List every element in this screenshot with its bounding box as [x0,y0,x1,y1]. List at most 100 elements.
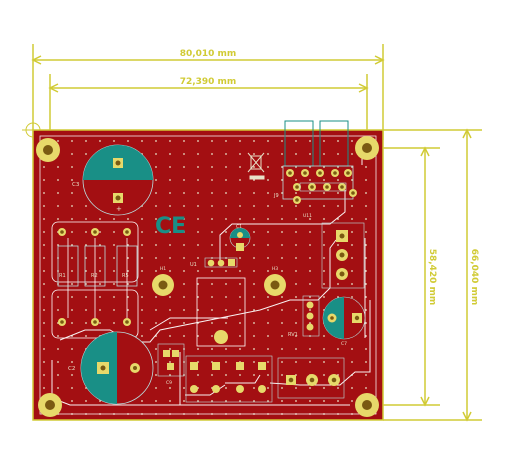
label-u11: U11 [303,213,312,219]
via-dot [295,322,297,324]
via-dot [197,179,199,181]
mounting-hole-h1 [152,274,174,296]
via-dot [295,270,297,272]
via-dot [57,218,59,220]
via-dot [183,192,185,194]
via-dot [309,244,311,246]
via-dot [155,192,157,194]
via-dot [337,205,339,207]
via-dot [211,296,213,298]
via-dot [267,374,269,376]
via-dot [351,205,353,207]
via-dot [253,166,255,168]
via-dot [337,166,339,168]
via-dot [239,322,241,324]
via-dot [169,348,171,350]
via-dot [337,348,339,350]
via-dot [295,296,297,298]
via-dot [267,140,269,142]
via-dot [43,374,45,376]
via-dot [85,257,87,259]
via-dot [253,244,255,246]
mounting-hole-bottom-right [355,393,379,417]
via-dot [281,309,283,311]
via-dot [225,374,227,376]
via-dot [127,270,129,272]
via-dot [211,218,213,220]
via-dot [155,270,157,272]
via-dot [323,166,325,168]
via-dot [183,244,185,246]
via-dot [57,348,59,350]
via-dot [155,218,157,220]
label-r5: R5 [122,273,129,279]
via-dot [253,374,255,376]
via-dot [71,348,73,350]
via-dot [155,348,157,350]
via-dot [225,153,227,155]
via-dot [155,322,157,324]
label-j9: J9 [273,193,279,199]
via-dot [169,322,171,324]
via-dot [43,387,45,389]
via-dot [197,140,199,142]
via-dot [267,179,269,181]
via-dot [253,309,255,311]
via-dot [323,348,325,350]
via-dot [99,140,101,142]
via-dot [197,231,199,233]
via-dot [309,166,311,168]
dimension-height [383,128,482,422]
via-dot [85,205,87,207]
via-dot [365,374,367,376]
label-c3: C3 [72,182,80,188]
via-dot [127,244,129,246]
via-dot [225,309,227,311]
label-c1: C1 [236,224,242,230]
via-dot [267,387,269,389]
via-dot [85,231,87,233]
mounting-hole-bottom-left [38,393,62,417]
via-dot [239,192,241,194]
via-dot [71,400,73,402]
via-dot [71,270,73,272]
via-dot [197,153,199,155]
via-dot [295,218,297,220]
via-dot [239,309,241,311]
via-dot [183,140,185,142]
via-dot [197,309,199,311]
via-dot [295,400,297,402]
via-dot [351,361,353,363]
via-dot [225,192,227,194]
via-dot [267,322,269,324]
via-dot [337,153,339,155]
via-dot [211,322,213,324]
via-dot [239,205,241,207]
via-dot [183,322,185,324]
via-dot [239,166,241,168]
via-dot [267,205,269,207]
via-dot [267,192,269,194]
via-dot [197,296,199,298]
via-dot [253,257,255,259]
via-dot [295,335,297,337]
via-dot [239,140,241,142]
via-dot [211,283,213,285]
via-dot [351,270,353,272]
via-dot [323,205,325,207]
via-dot [351,179,353,181]
label-r2: R2 [91,273,98,279]
via-dot [85,153,87,155]
via-dot [281,153,283,155]
via-dot [169,296,171,298]
via-dot [155,374,157,376]
via-dot [337,140,339,142]
via-dot [351,283,353,285]
via-dot [267,296,269,298]
label-c2: C2 [68,366,75,372]
via-dot [281,296,283,298]
via-dot [253,348,255,350]
via-dot [295,192,297,194]
via-dot [239,153,241,155]
via-dot [225,361,227,363]
